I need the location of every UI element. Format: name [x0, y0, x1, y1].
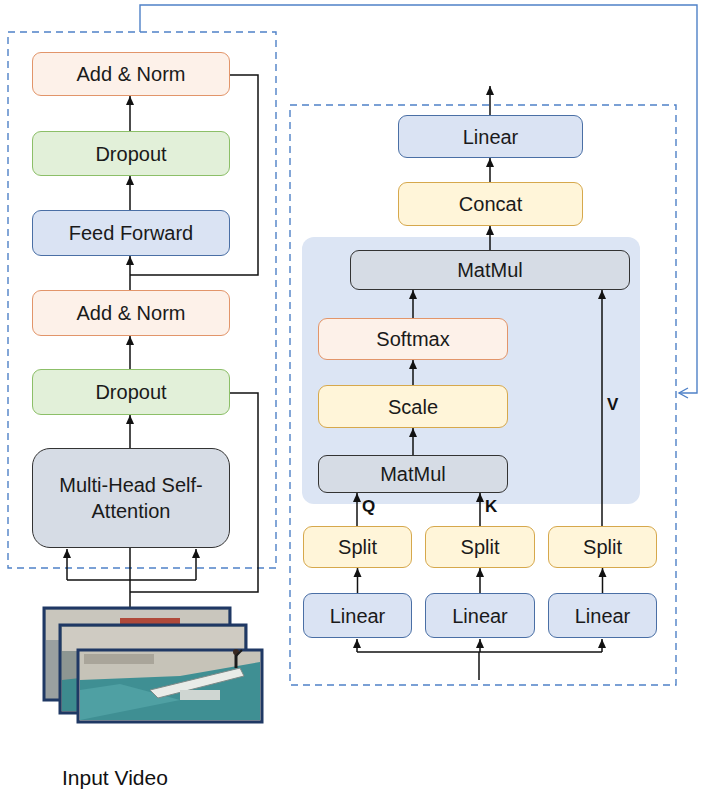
- node-text: Split: [461, 534, 500, 560]
- flow-arrow: [489, 226, 491, 250]
- node-text: Dropout: [95, 141, 166, 167]
- operation-box: Concat: [398, 182, 583, 226]
- node-text: Scale: [388, 394, 438, 420]
- node-text: Dropout: [95, 379, 166, 405]
- operation-box: Split: [425, 526, 535, 568]
- flow-arrow: [356, 493, 358, 526]
- video-frames: [44, 608, 262, 722]
- node-text: Multi-Head Self-Attention: [45, 472, 217, 524]
- flow-arrow: [601, 290, 603, 526]
- input-line: [478, 652, 480, 680]
- linear-box: Linear: [425, 593, 535, 638]
- node-text: Softmax: [376, 326, 449, 352]
- node-text: Concat: [459, 191, 522, 217]
- flow-arrow: [129, 256, 131, 290]
- flow-arrow: [357, 568, 359, 593]
- linear-box: Feed Forward: [32, 210, 230, 256]
- node-text: Add & Norm: [77, 300, 186, 326]
- node-text: Linear: [452, 603, 508, 629]
- caption-label: Input Video: [62, 766, 168, 790]
- input-line: [356, 639, 358, 652]
- output-line: [489, 86, 491, 115]
- edge-label: V: [607, 395, 618, 415]
- node-text: Linear: [463, 124, 519, 150]
- flow-arrow: [129, 336, 131, 369]
- matmul-box: MatMul: [318, 455, 508, 493]
- edge-label: Q: [362, 497, 375, 517]
- node-text: MatMul: [380, 461, 446, 487]
- linear-box: Linear: [398, 115, 583, 158]
- flow-arrow: [412, 360, 414, 385]
- node-text: Split: [583, 534, 622, 560]
- node-text: Add & Norm: [77, 61, 186, 87]
- flow-arrow: [602, 568, 604, 593]
- edge-label: K: [485, 497, 497, 517]
- input-line: [195, 549, 197, 580]
- input-line: [66, 549, 68, 580]
- flow-arrow: [129, 96, 131, 131]
- flow-arrow: [479, 568, 481, 593]
- input-line: [479, 639, 481, 652]
- node-text: Feed Forward: [69, 220, 194, 246]
- node-text: Linear: [330, 603, 386, 629]
- add-norm-box: Add & Norm: [32, 290, 230, 336]
- flow-arrow: [129, 176, 131, 210]
- matmul-box: MatMul: [350, 250, 630, 290]
- operation-box: Split: [303, 526, 412, 568]
- softmax-box: Softmax: [318, 318, 508, 360]
- flow-arrow: [129, 415, 131, 448]
- flow-arrow: [489, 158, 491, 182]
- linear-box: Linear: [548, 593, 657, 638]
- attention-detail-frame: [290, 105, 676, 685]
- dropout-box: Dropout: [32, 131, 230, 176]
- flow-arrow: [479, 493, 481, 526]
- add-norm-box: Add & Norm: [32, 52, 230, 96]
- flow-arrow: [412, 428, 414, 455]
- encoder-frame: [8, 32, 276, 568]
- operation-box: Split: [548, 526, 657, 568]
- attention-band: [302, 237, 640, 504]
- node-text: Split: [338, 534, 377, 560]
- node-text: MatMul: [457, 257, 523, 283]
- flow-arrow: [412, 290, 414, 318]
- node-text: Linear: [575, 603, 631, 629]
- operation-box: Scale: [318, 385, 508, 428]
- attention-box: Multi-Head Self-Attention: [32, 448, 230, 548]
- input-line: [601, 639, 603, 652]
- dropout-box: Dropout: [32, 369, 230, 415]
- input-line: [67, 579, 196, 581]
- linear-box: Linear: [303, 593, 412, 638]
